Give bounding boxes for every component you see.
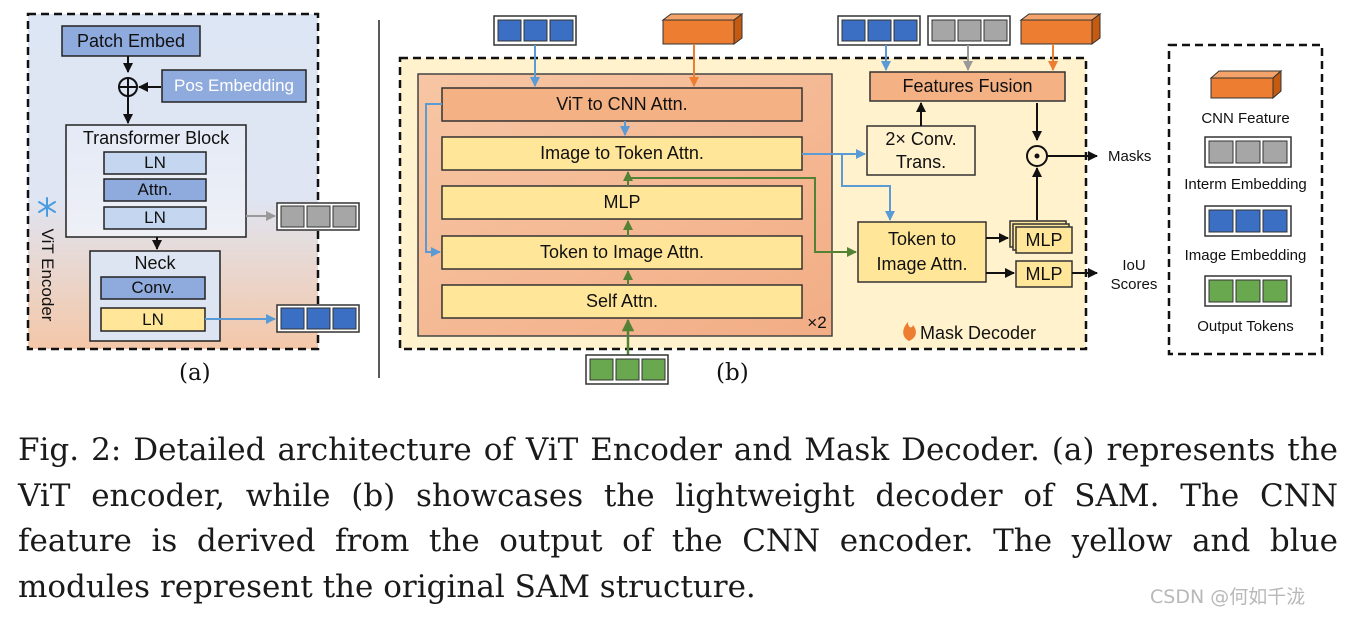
image-to-token-box <box>441 136 803 171</box>
subfigure-a-label: (a) <box>179 360 211 386</box>
legend-image-embedding-label: Image Embedding <box>1184 246 1307 264</box>
conv-box <box>100 276 206 300</box>
mlp-box <box>441 185 803 220</box>
conv-trans-label-1: 2× Conv. <box>885 128 957 149</box>
vit-to-cnn-box <box>441 87 803 122</box>
conv-label: Conv. <box>131 278 175 297</box>
pos-embedding-box <box>161 69 307 103</box>
iou-label-2: Scores <box>1110 275 1158 293</box>
repeat-label: ×2 <box>807 313 827 332</box>
legend-output-tokens-label: Output Tokens <box>1197 317 1294 335</box>
token-to-image-attn-label-2: Image Attn. <box>876 253 968 274</box>
legend-cnn-feature-swatch <box>1209 69 1283 100</box>
mlp-label: MLP <box>603 192 641 212</box>
subfigure-b-label: (b) <box>716 360 749 386</box>
legend-interm-embedding-label: Interm Embedding <box>1184 175 1307 193</box>
cnn-feature-input <box>661 13 744 45</box>
token-to-image-attn-box <box>857 221 987 283</box>
masks-label: Masks <box>1108 147 1152 165</box>
cnn-feature-fusion-input <box>1019 13 1102 45</box>
token-to-image-label: Token to Image Attn. <box>539 242 705 262</box>
diagram-svg <box>26 12 1324 385</box>
watermark: CSDN @何如千泷 <box>1150 586 1306 608</box>
image-to-token-label: Image to Token Attn. <box>540 143 704 163</box>
vit-to-cnn-label: ViT to CNN Attn. <box>556 94 688 114</box>
legend-cnn-feature-label: CNN Feature <box>1201 109 1290 127</box>
architecture-diagram: Patch Embed Pos Embedding Transformer Bl… <box>26 12 1324 386</box>
iou-label-1: IoU <box>1122 256 1146 274</box>
mlp-iou-label: MLP <box>1025 263 1063 284</box>
mask-decoder-label: Mask Decoder <box>920 322 1037 343</box>
ln-top-box <box>103 151 207 175</box>
self-attn-label: Self Attn. <box>585 291 659 311</box>
self-attn-box <box>441 284 803 319</box>
conv-trans-label-2: Trans. <box>895 151 947 172</box>
token-to-image-attn-label-1: Token to <box>887 228 957 249</box>
vit-encoder-label: ViT Encoder <box>38 228 57 322</box>
mlp-stack-box <box>1015 226 1073 254</box>
mlp-stack-label: MLP <box>1025 229 1063 250</box>
transformer-block-label: Transformer Block <box>82 127 230 148</box>
token-to-image-box <box>441 235 803 270</box>
ln-top-label: LN <box>144 153 166 172</box>
features-fusion-label: Features Fusion <box>902 76 1033 96</box>
figure-caption: Fig. 2: Detailed architecture of ViT Enc… <box>18 432 1338 605</box>
pos-embedding-label: Pos Embedding <box>173 76 295 95</box>
ln-bottom-label: LN <box>144 208 166 227</box>
fire-icon <box>903 322 916 341</box>
snowflake-icon <box>38 197 56 217</box>
ln-bottom-box <box>103 206 207 230</box>
neck-label: Neck <box>134 252 176 273</box>
attn-label: Attn. <box>137 180 173 199</box>
neck-ln-label: LN <box>142 309 164 329</box>
patch-embed-label: Patch Embed <box>76 30 186 51</box>
patch-embed-box <box>61 25 201 57</box>
features-fusion-box <box>869 71 1066 102</box>
conv-trans-box <box>866 125 976 176</box>
attn-box <box>103 178 207 202</box>
mlp-iou-box <box>1015 260 1073 288</box>
